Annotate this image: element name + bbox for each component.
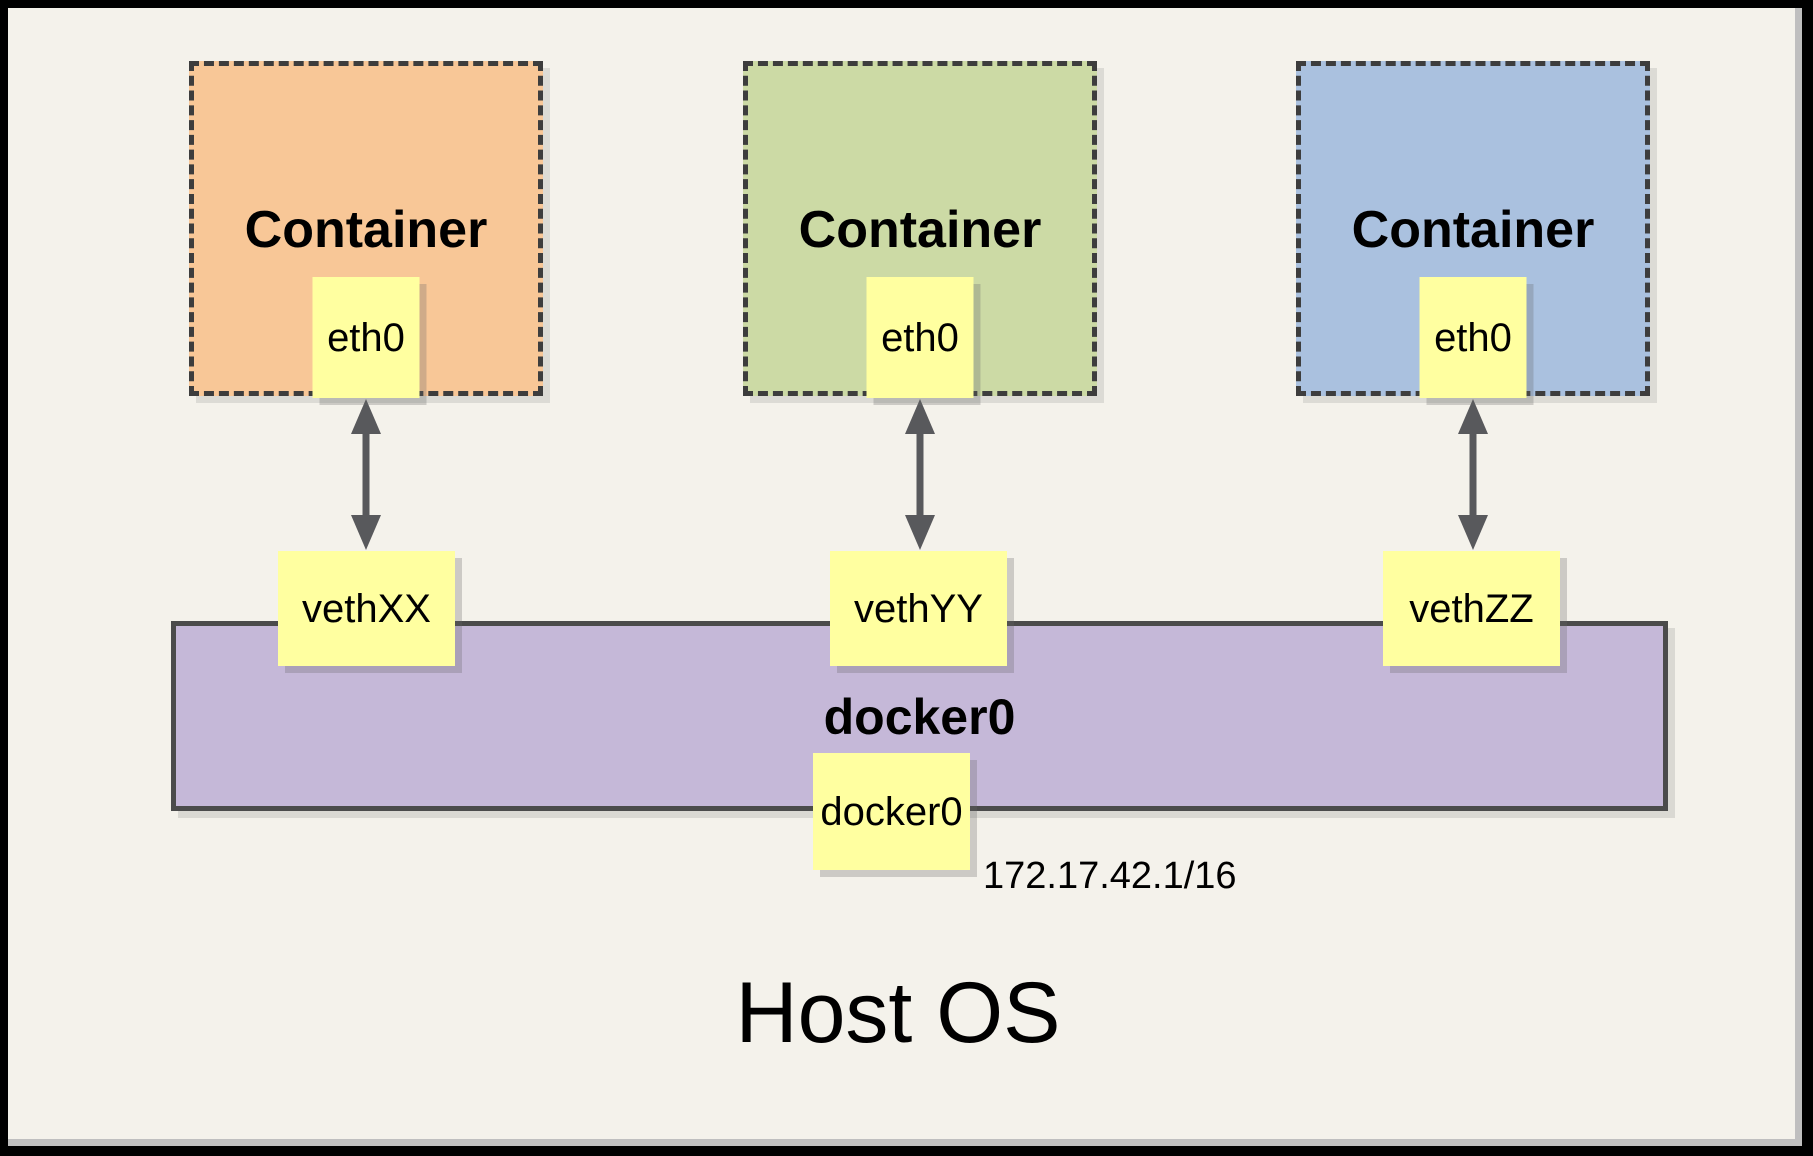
eth0-label-3: eth0: [1434, 315, 1512, 360]
diagram-canvas: Container eth0 Container eth0 Container …: [8, 8, 1802, 1146]
container-box-1: Container eth0: [189, 61, 543, 398]
veth-interface-box-2: vethYY: [830, 551, 1007, 666]
bidirectional-arrow-icon-3: [1458, 399, 1488, 550]
container-title-3: Container: [1351, 201, 1595, 259]
container-box-3: Container eth0: [1296, 61, 1650, 398]
container-box-2: Container eth0: [743, 61, 1097, 398]
bridge-ip-label: 172.17.42.1/16: [983, 855, 1237, 897]
veth-interface-box-3: vethZZ: [1383, 551, 1560, 666]
veth-interface-box-1: vethXX: [278, 551, 455, 666]
eth0-label-2: eth0: [881, 315, 959, 360]
bidirectional-arrow-icon-2: [905, 399, 935, 550]
container-title-1: Container: [244, 201, 488, 259]
eth0-interface-box-3: eth0: [1419, 277, 1527, 398]
eth0-interface-box-1: eth0: [312, 277, 420, 398]
container-title-2: Container: [798, 201, 1042, 259]
eth0-label-1: eth0: [327, 315, 405, 360]
docker0-interface-box: docker0: [813, 753, 970, 870]
docker0-interface-label: docker0: [820, 789, 963, 834]
bidirectional-arrow-icon-1: [351, 399, 381, 550]
veth-label-2: vethYY: [854, 586, 983, 631]
docker0-bridge-title: docker0: [823, 689, 1016, 745]
host-os-label: Host OS: [735, 965, 1061, 1061]
veth-label-1: vethXX: [302, 586, 431, 631]
veth-label-3: vethZZ: [1409, 586, 1534, 631]
eth0-interface-box-2: eth0: [866, 277, 974, 398]
